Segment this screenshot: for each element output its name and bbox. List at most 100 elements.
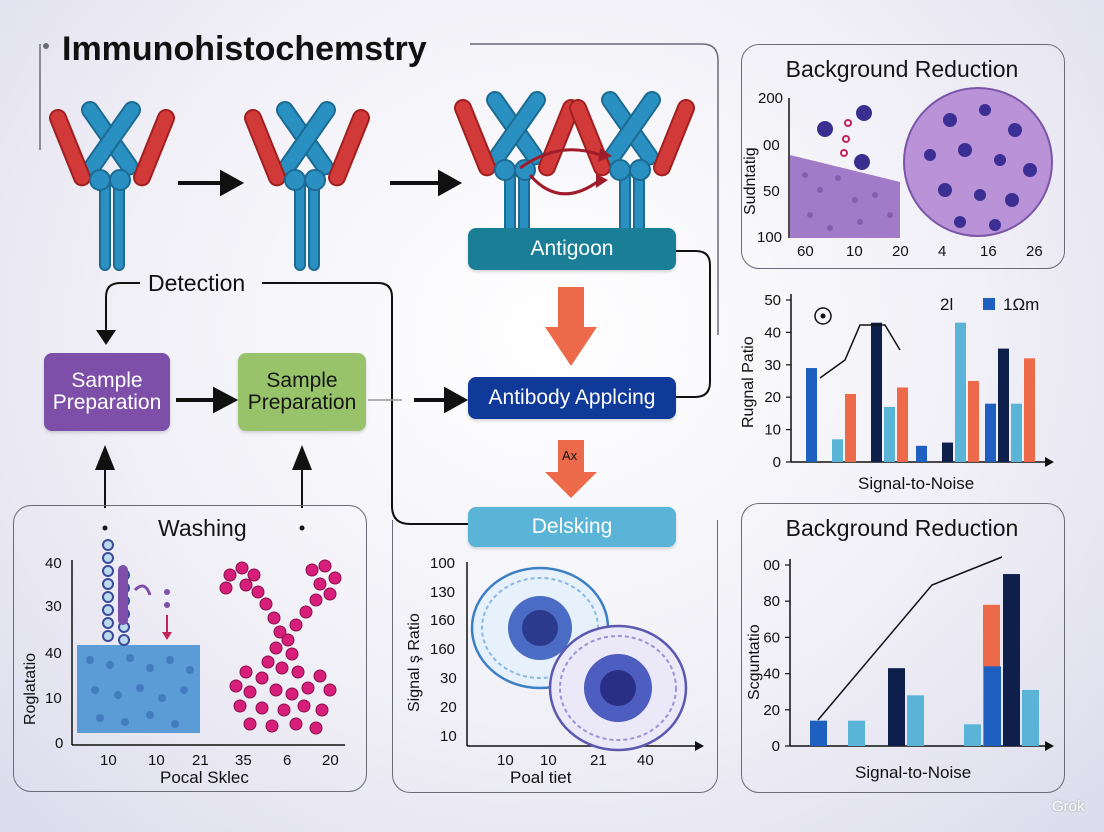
annotation-dot	[820, 313, 826, 319]
y-tick: 50	[763, 183, 780, 200]
arrow-icon	[178, 169, 463, 197]
y-tick: 160	[430, 641, 456, 658]
x-tick: 40	[637, 752, 654, 769]
y-tick: 100	[757, 229, 783, 246]
bar	[984, 666, 1001, 746]
y-tick-label: 20	[764, 389, 781, 406]
bar	[832, 439, 843, 462]
y-tick-label: 50	[764, 292, 781, 309]
annotation-icon	[814, 307, 832, 325]
y-tick: 30	[45, 598, 62, 615]
signal-ratio-panel	[392, 520, 718, 793]
panel-title: Background Reduction	[785, 515, 1019, 541]
y-tick-label: 0	[772, 738, 780, 755]
x-tick: 21	[192, 752, 209, 769]
trend-line	[819, 324, 901, 379]
x-tick: 35	[235, 752, 252, 769]
x-tick: 10	[540, 752, 557, 769]
x-tick: 10	[148, 752, 165, 769]
bar	[964, 724, 981, 746]
y-tick-label: 80	[763, 593, 780, 610]
bar	[955, 322, 966, 462]
y-tick-label: 40	[764, 324, 781, 341]
panel-title: Background Reduction	[785, 56, 1019, 82]
x-tick: 20	[892, 243, 909, 260]
bar	[806, 368, 817, 462]
antigoon-node[interactable]: Antigoon	[468, 228, 676, 270]
grok-watermark: Grok	[1052, 798, 1085, 815]
x-axis-label: Poal tiet	[510, 768, 572, 787]
bar	[845, 393, 856, 462]
y-tick-label: 10	[764, 422, 781, 439]
x-axis-arrow	[1045, 741, 1054, 751]
x-tick: 10	[100, 752, 117, 769]
bar	[1011, 403, 1022, 462]
y-tick: 10	[45, 690, 62, 707]
sample-preparation-node-2[interactable]: Sample Preparation	[238, 353, 366, 431]
sample-preparation-node-1[interactable]: Sample Preparation	[44, 353, 170, 431]
y-tick-label: 30	[764, 357, 781, 374]
y-tick-label: 20	[763, 702, 780, 719]
y-tick: 100	[430, 555, 456, 572]
panel-title: Washing	[158, 515, 247, 541]
bar	[907, 695, 924, 746]
detection-label: Detection	[148, 270, 246, 296]
ax-label: Ax	[562, 448, 578, 463]
y-tick: 10	[440, 728, 457, 745]
x-axis-arrow	[1045, 457, 1054, 467]
x-axis-label: Pocal Sklec	[160, 768, 249, 787]
y-tick-label: 00	[763, 557, 780, 574]
curved-arrow-icon	[519, 148, 601, 196]
y-tick: 20	[440, 699, 457, 716]
page-title: Immunohistochemstry	[62, 30, 427, 68]
y-tick: 40	[45, 645, 62, 662]
bar	[871, 322, 882, 462]
y-tick-label: 0	[773, 454, 781, 471]
delsking-node[interactable]: Delsking	[468, 507, 676, 547]
trend-line	[817, 556, 1003, 721]
bar	[998, 348, 1009, 462]
bar	[1022, 689, 1039, 746]
y-tick: 00	[763, 137, 780, 154]
bar	[888, 668, 905, 746]
washing-panel	[13, 505, 367, 792]
x-tick: 20	[322, 752, 339, 769]
x-tick: 26	[1026, 243, 1043, 260]
x-tick: 10	[846, 243, 863, 260]
bar	[985, 403, 996, 462]
y-tick: 200	[758, 90, 784, 107]
bar	[897, 387, 908, 462]
x-axis-label: Signal-to-Noise	[858, 474, 975, 493]
background-reduction-panel-bottom	[741, 503, 1065, 793]
background-reduction-panel-top	[741, 44, 1065, 269]
y-tick: 130	[430, 584, 456, 601]
x-tick: 10	[497, 752, 514, 769]
x-tick: 21	[590, 752, 607, 769]
antibody-applying-node[interactable]: Antibody Applcing	[468, 377, 676, 419]
bar	[884, 406, 895, 462]
y-tick: 160	[430, 612, 456, 629]
legend-label: 1Ωm	[1003, 295, 1040, 314]
x-tick: 6	[283, 752, 292, 769]
bar	[968, 381, 979, 462]
bar	[1003, 574, 1020, 746]
y-tick: 0	[55, 735, 64, 752]
y-tick-label: 40	[763, 666, 780, 683]
x-tick: 16	[980, 243, 997, 260]
y-tick: 40	[45, 555, 62, 572]
x-tick: 60	[797, 243, 814, 260]
bar	[848, 720, 865, 746]
bar	[810, 720, 827, 746]
y-tick: 30	[440, 670, 457, 687]
bar	[916, 445, 927, 462]
y-tick-label: 60	[763, 629, 780, 646]
x-tick: 4	[938, 243, 947, 260]
